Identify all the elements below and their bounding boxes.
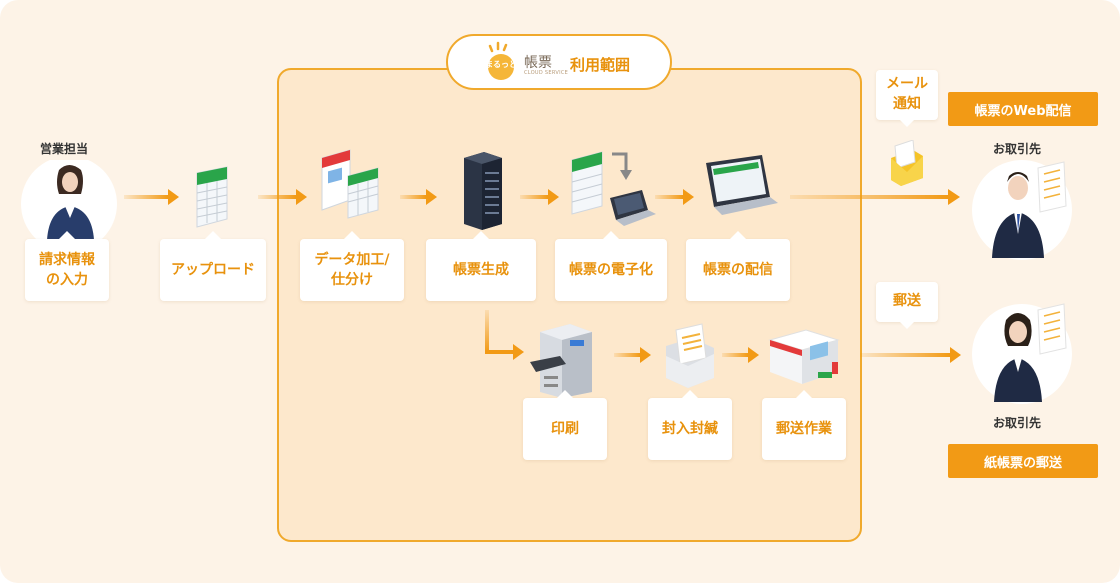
step-digitize: 帳票の電子化 [555, 231, 667, 301]
envelope-icon [666, 323, 714, 388]
step-upload: アップロード [160, 231, 266, 301]
arrow-generate-to-digitize [520, 189, 559, 205]
arrow-upload-to-process [258, 189, 307, 205]
email-envelope-icon [891, 140, 923, 186]
server-icon [464, 152, 502, 230]
laptop-icon [706, 155, 778, 215]
digitize-icon [571, 151, 656, 226]
arrow-process-to-generate [400, 189, 437, 205]
service-scope-header [446, 34, 672, 90]
web-delivery-tag: 帳票のWeb配信 [948, 92, 1098, 126]
step-enclose: 封入封緘 [648, 390, 732, 460]
arrow-enclose-to-mailing [722, 347, 759, 363]
post-callout: 郵送 [876, 282, 938, 329]
step-process: データ加工/ 仕分け [300, 231, 404, 301]
data-processing-icon [321, 149, 379, 219]
sales-person-icon [21, 160, 117, 240]
step-generate: 帳票生成 [426, 231, 536, 301]
service-scope-area [277, 68, 862, 542]
recipient-bottom-label: お取引先 [993, 416, 1042, 430]
brand-subtitle: CLOUD SERVICE [524, 70, 569, 76]
printer-icon [530, 324, 592, 398]
post-office-icon [768, 329, 840, 384]
step-input: 請求情報 の入力 [25, 231, 109, 301]
recipient-bottom-icon [972, 303, 1072, 404]
step-deliver: 帳票の配信 [686, 231, 790, 301]
arrow-input-to-upload [124, 189, 179, 205]
brand-name: 帳票 [524, 55, 552, 71]
arrow-print-to-enclose [614, 347, 651, 363]
arrow-digitize-to-deliver [655, 189, 694, 205]
logo-text: まるっと [485, 60, 517, 69]
marutto-logo-icon: まるっと [485, 41, 517, 80]
spreadsheet-icon [196, 166, 228, 228]
paper-mailing-tag: 紙帳票の郵送 [948, 444, 1098, 478]
recipient-top-label: お取引先 [993, 142, 1042, 156]
step-mailing: 郵送作業 [762, 390, 846, 460]
arrow-generate-to-print [485, 310, 524, 360]
email-notification-callout: メール 通知 [876, 70, 938, 127]
step-print: 印刷 [523, 390, 607, 460]
arrow-deliver-to-recipient [790, 189, 960, 205]
sender-title: 営業担当 [40, 142, 89, 156]
scope-label: 利用範囲 [570, 56, 631, 74]
arrow-mailing-to-recipient [860, 347, 961, 363]
recipient-top-icon [972, 160, 1072, 260]
